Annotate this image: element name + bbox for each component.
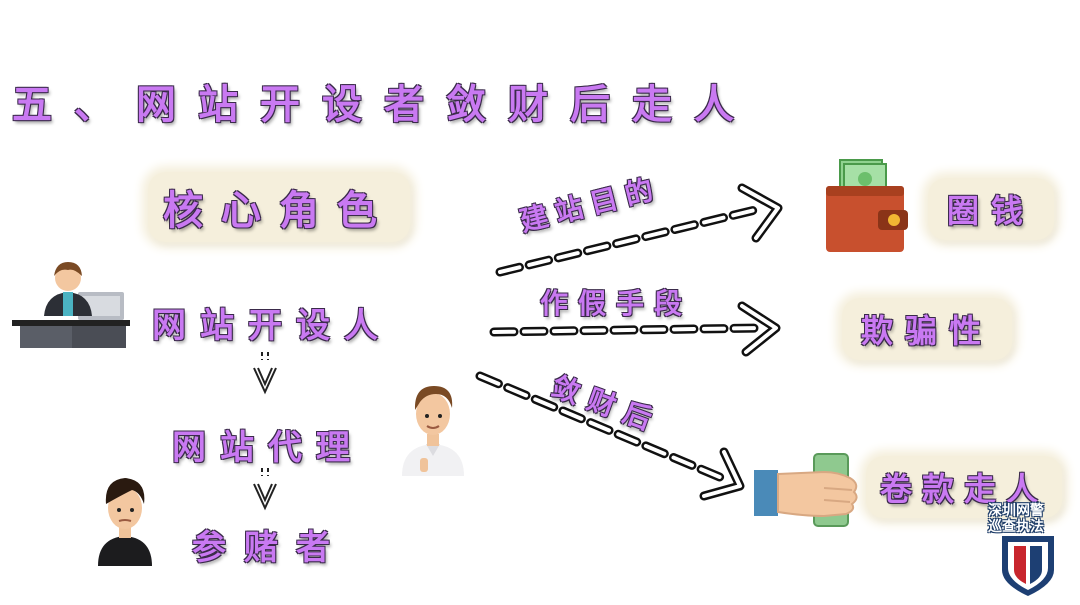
gambler-avatar-icon xyxy=(98,478,152,566)
down-arrow-2 xyxy=(253,468,277,511)
fraud-means-label: 作假手段 xyxy=(540,287,693,320)
man-avatar-icon xyxy=(402,386,464,476)
money-label: 圈钱 xyxy=(946,192,1035,230)
badge-line-1: 深圳网警 xyxy=(988,503,1044,519)
gambler-label: 参赌者 xyxy=(192,528,348,568)
core-roles-label: 核心角色 xyxy=(163,188,395,234)
page-title: 五、网站开设者敛财后走人 xyxy=(12,82,756,128)
run-away-label: 卷款走人 xyxy=(879,470,1048,508)
person-at-desk-icon xyxy=(12,262,130,348)
police-badge: 深圳网警 巡查执法 xyxy=(980,498,1076,598)
money-box: 圈钱 xyxy=(928,178,1054,240)
wallet-icon xyxy=(826,159,908,252)
website-opener-label: 网站开设人 xyxy=(152,306,392,346)
run-away-box: 卷款走人 xyxy=(866,456,1062,518)
fraud-means-arrow xyxy=(489,301,781,357)
down-arrow-1 xyxy=(253,352,277,395)
deceptive-box: 欺骗性 xyxy=(842,298,1012,360)
core-roles-box: 核心角色 xyxy=(148,172,410,242)
deceptive-label: 欺骗性 xyxy=(860,312,993,350)
hand-with-money-icon xyxy=(754,453,858,527)
after-profit-arrow xyxy=(475,371,745,501)
website-agent-label: 网站代理 xyxy=(172,428,364,468)
shield-icon xyxy=(1002,536,1054,596)
badge-line-2: 巡查执法 xyxy=(988,519,1044,535)
purpose-arrow xyxy=(495,183,783,277)
